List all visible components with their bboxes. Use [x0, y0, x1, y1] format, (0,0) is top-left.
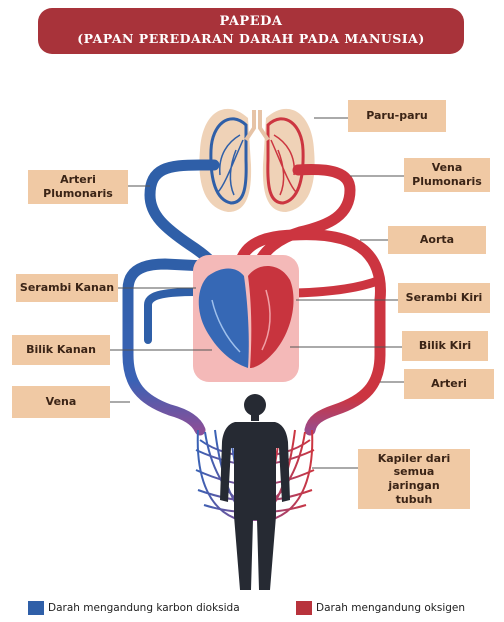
legend-deoxygenated: Darah mengandung karbon dioksida	[28, 601, 240, 615]
label-aorta: Aorta	[388, 226, 486, 254]
legend-label-oxygenated: Darah mengandung oksigen	[316, 602, 465, 614]
legend-label-deoxygenated: Darah mengandung karbon dioksida	[48, 602, 240, 614]
label-vena: Vena	[12, 386, 110, 418]
label-serambi-kanan: Serambi Kanan	[16, 274, 118, 302]
legend-swatch-blue	[28, 601, 44, 615]
label-bilik-kiri: Bilik Kiri	[402, 331, 488, 361]
label-serambi-kiri: Serambi Kiri	[398, 283, 490, 313]
label-paru-paru: Paru-paru	[348, 100, 446, 132]
systemic-artery-vessel	[310, 300, 380, 430]
label-arteri: Arteri	[404, 369, 494, 399]
heart	[193, 255, 299, 382]
legend-swatch-red	[296, 601, 312, 615]
label-kapiler: Kapiler dari semua jaringan tubuh	[358, 449, 470, 509]
label-arteri-plumonaris: Arteri Plumonaris	[28, 170, 128, 204]
label-vena-plumonaris: Vena Plumonaris	[404, 158, 490, 192]
label-bilik-kanan: Bilik Kanan	[12, 335, 110, 365]
legend-oxygenated: Darah mengandung oksigen	[296, 601, 465, 615]
